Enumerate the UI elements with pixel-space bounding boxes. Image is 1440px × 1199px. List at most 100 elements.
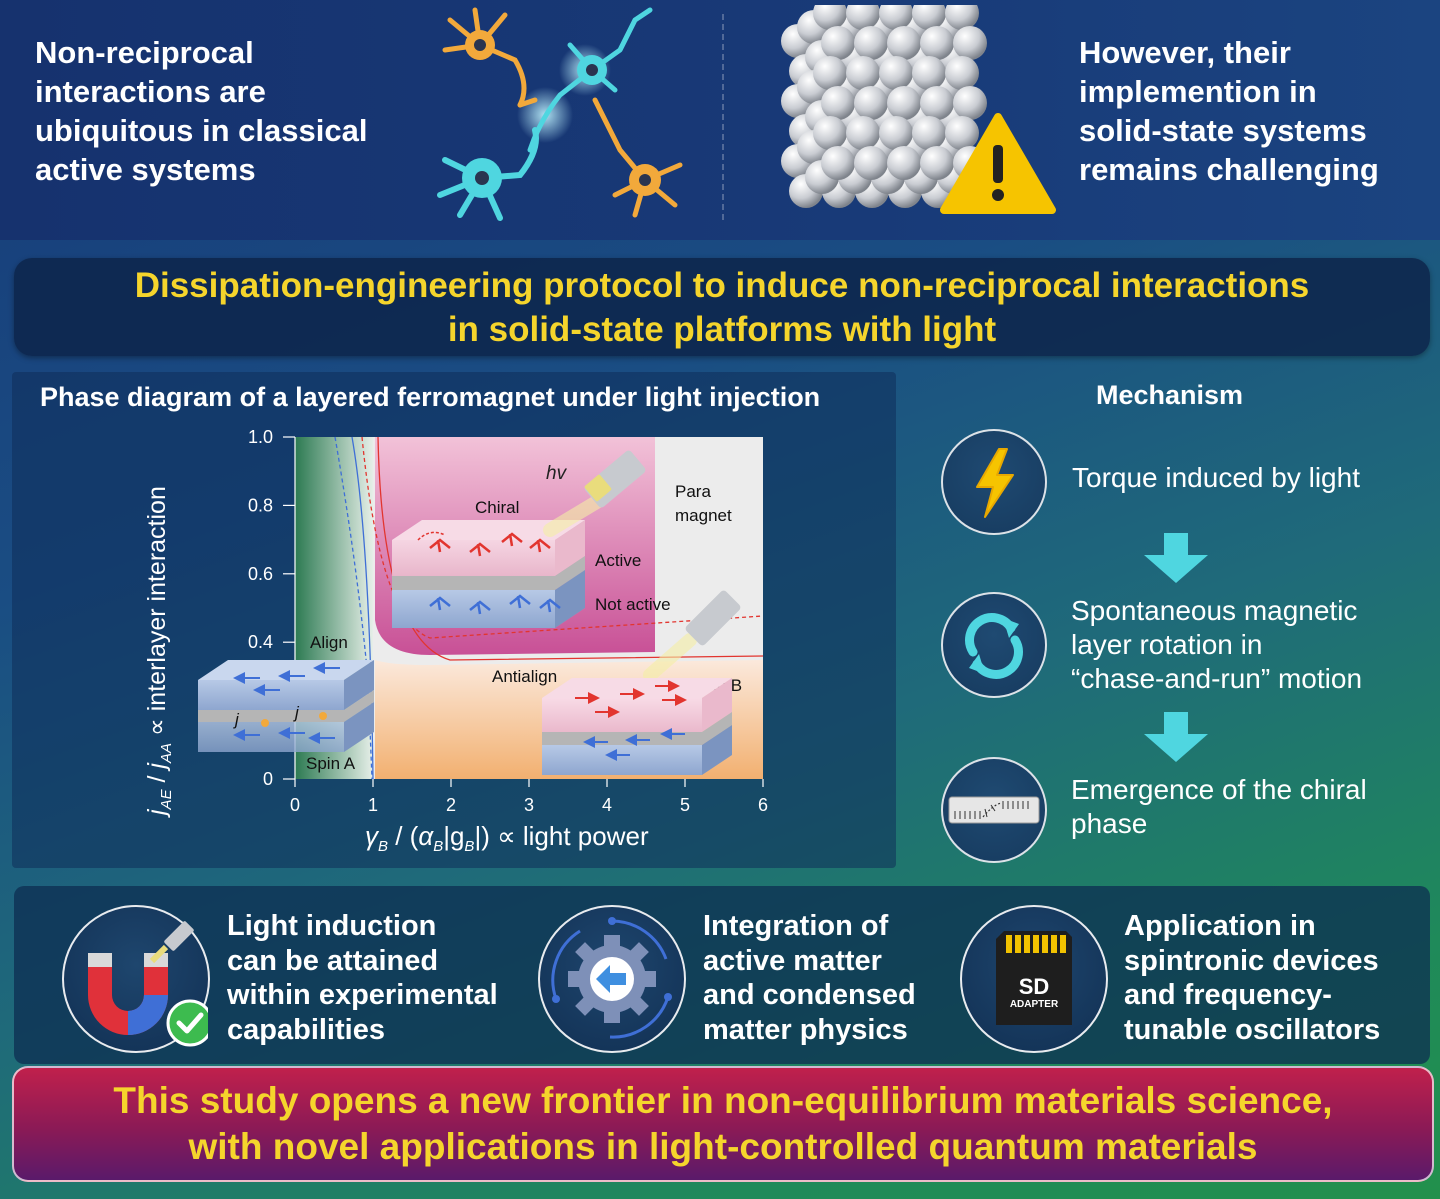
left-statement-line: Non-reciprocal bbox=[35, 35, 254, 70]
banner-line-2: in solid-state platforms with light bbox=[447, 310, 997, 349]
lattice-sphere bbox=[920, 146, 954, 180]
lattice-sphere bbox=[846, 56, 880, 90]
top-divider bbox=[722, 14, 724, 220]
right-statement: However, their implemention in solid-sta… bbox=[1079, 33, 1379, 189]
left-statement-line: active systems bbox=[35, 152, 256, 187]
lattice-sphere bbox=[813, 116, 847, 150]
lattice-sphere bbox=[887, 146, 921, 180]
hv-label: hv bbox=[546, 463, 568, 484]
x-tick-label: 2 bbox=[446, 795, 456, 815]
lattice-sphere bbox=[879, 116, 913, 150]
x-tick-label: 1 bbox=[368, 795, 378, 815]
left-statement-line: ubiquitous in classical bbox=[35, 113, 368, 148]
light-source-1 bbox=[543, 450, 646, 537]
left-statement: Non-reciprocal interactions are ubiquito… bbox=[35, 33, 367, 189]
left-statement-line: interactions are bbox=[35, 74, 266, 109]
lattice-sphere bbox=[854, 146, 888, 180]
antialign-label: Antialign bbox=[492, 667, 557, 686]
sd-card-icon: SD ADAPTER bbox=[996, 931, 1072, 1025]
neurons-illustration bbox=[437, 7, 683, 221]
j-label-2: j bbox=[293, 703, 300, 722]
j-label-1: j bbox=[233, 710, 240, 729]
application-1-text: Light induction can be attained within e… bbox=[227, 909, 498, 1047]
lattice-sphere bbox=[912, 5, 946, 30]
y-tick-label: 0.6 bbox=[248, 564, 273, 584]
x-tick-label: 6 bbox=[758, 795, 768, 815]
application-line: Light induction bbox=[227, 910, 437, 942]
x-tick-label: 3 bbox=[524, 795, 534, 815]
antialign-slab-illustration bbox=[542, 678, 732, 775]
svg-text:jAE / jAA ∝ interlayer interac: jAE / jAA ∝ interlayer interaction bbox=[143, 486, 175, 818]
phase-diagram-title: Phase diagram of a layered ferromagnet u… bbox=[40, 382, 821, 412]
mechanism-step-line: Emergence of the chiral bbox=[1071, 774, 1367, 805]
lattice-sphere bbox=[846, 5, 880, 30]
mechanism-step-2-circle bbox=[941, 592, 1047, 698]
chiral-bar-icon bbox=[948, 796, 1040, 824]
mechanism-step-1-circle bbox=[941, 429, 1047, 535]
mechanism-step-3-text: Emergence of the chiral phase bbox=[1071, 773, 1367, 841]
chiral-slab-illustration bbox=[392, 520, 585, 628]
lattice-sphere bbox=[846, 116, 880, 150]
application-line: and frequency- bbox=[1124, 979, 1332, 1011]
mechanism-step-line: Spontaneous magnetic bbox=[1071, 595, 1358, 626]
sd-label: SD bbox=[1019, 974, 1050, 999]
lattice-sphere bbox=[920, 26, 954, 60]
right-statement-line: However, their bbox=[1079, 35, 1291, 70]
lattice-sphere bbox=[879, 56, 913, 90]
lattice-sphere bbox=[912, 116, 946, 150]
right-statement-line: implemention in bbox=[1079, 74, 1317, 109]
lattice-sphere bbox=[821, 146, 855, 180]
right-statement-line: solid-state systems bbox=[1079, 113, 1367, 148]
y-tick-label: 1.0 bbox=[248, 427, 273, 447]
x-axis-label: γB / (αB|gB|) ∝ light power bbox=[365, 821, 649, 855]
mechanism-step-2-text: Spontaneous magnetic layer rotation in “… bbox=[1071, 594, 1362, 696]
lattice-sphere bbox=[953, 26, 987, 60]
right-statement-line: remains challenging bbox=[1079, 152, 1379, 187]
lattice-sphere bbox=[945, 56, 979, 90]
gear-arrow-icon bbox=[551, 917, 672, 1039]
banner-line-1: Dissipation-engineering protocol to indu… bbox=[134, 266, 1310, 305]
align-slab-illustration: j j bbox=[198, 660, 374, 752]
down-arrow-1 bbox=[1144, 533, 1208, 583]
align-label: Align bbox=[310, 633, 348, 652]
down-arrow-2 bbox=[1144, 712, 1208, 762]
application-2-circle bbox=[538, 905, 686, 1053]
lattice-sphere bbox=[887, 26, 921, 60]
light-source-2 bbox=[643, 590, 741, 682]
application-line: Application in bbox=[1124, 910, 1316, 942]
lattice-sphere bbox=[953, 86, 987, 120]
lightning-icon bbox=[976, 448, 1014, 518]
lattice-sphere bbox=[854, 26, 888, 60]
lattice-sphere bbox=[813, 5, 847, 30]
conclusion-banner: This study opens a new frontier in non-e… bbox=[12, 1066, 1434, 1182]
x-tick-label: 4 bbox=[602, 795, 612, 815]
rotation-icon bbox=[965, 613, 1023, 679]
application-line: and condensed bbox=[703, 979, 916, 1011]
application-line: matter physics bbox=[703, 1013, 908, 1046]
conclusion-line-2: with novel applications in light-control… bbox=[188, 1126, 1258, 1167]
paramagnet-label-1: Para bbox=[675, 482, 711, 501]
x-tick-label: 5 bbox=[680, 795, 690, 815]
sd-adapter-label: ADAPTER bbox=[1010, 999, 1059, 1010]
lattice-sphere bbox=[821, 86, 855, 120]
application-line: capabilities bbox=[227, 1013, 385, 1046]
crystal-lattice-illustration bbox=[781, 5, 1056, 214]
paramagnet-label-2: magnet bbox=[675, 506, 732, 525]
application-line: spintronic devices bbox=[1124, 944, 1379, 977]
lattice-sphere bbox=[887, 86, 921, 120]
application-3-text: Application in spintronic devices and fr… bbox=[1124, 909, 1380, 1047]
mechanism-step-line: layer rotation in bbox=[1071, 629, 1263, 660]
y-tick-label: 0.4 bbox=[248, 632, 273, 652]
application-line: can be attained bbox=[227, 944, 439, 977]
lattice-sphere bbox=[920, 86, 954, 120]
mechanism-step-line: phase bbox=[1071, 808, 1148, 839]
applications-panel bbox=[14, 886, 1430, 1064]
lattice-sphere bbox=[945, 5, 979, 30]
chiral-label: Chiral bbox=[475, 498, 519, 517]
y-tick-label: 0 bbox=[263, 769, 273, 789]
application-line: active matter bbox=[703, 944, 882, 977]
active-label: Active bbox=[595, 551, 641, 570]
application-line: Integration of bbox=[703, 910, 889, 942]
mechanism-title: Mechanism bbox=[1096, 380, 1244, 410]
mechanism-step-line: “chase-and-run” motion bbox=[1071, 663, 1363, 694]
